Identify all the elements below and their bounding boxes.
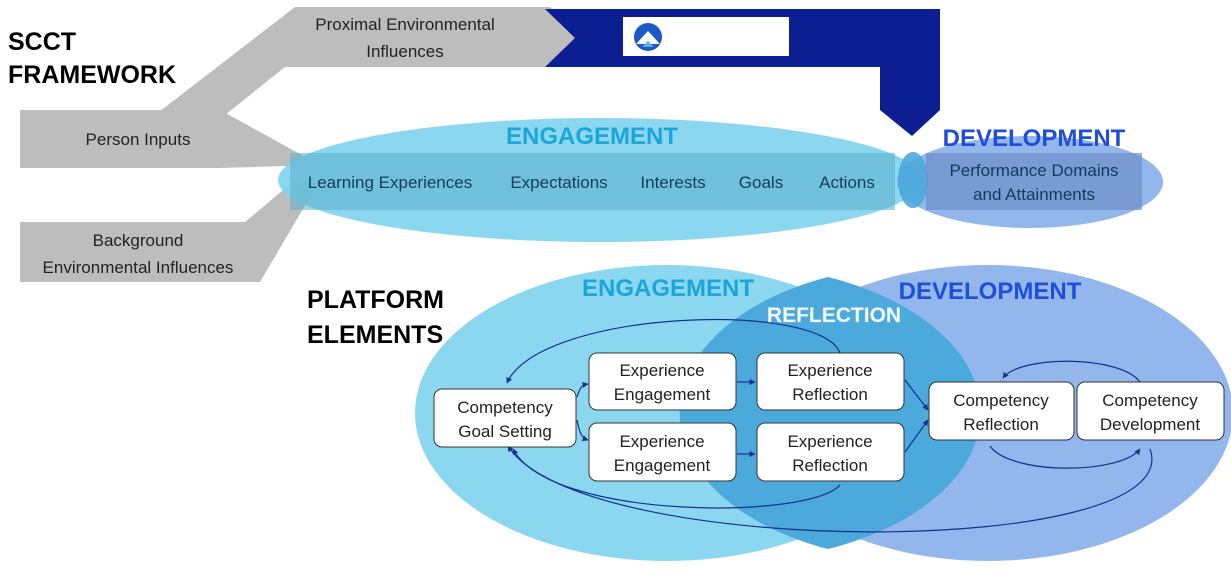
person-inputs-label: Person Inputs (86, 130, 191, 149)
goal-setting-line2: Goal Setting (458, 422, 552, 441)
connector-goal-to-engagement-2 (576, 419, 589, 442)
engagement-1-line2: Engagement (614, 385, 711, 404)
connector-development-loop-bottom (989, 445, 1141, 469)
performance-label-line1: Performance Domains (949, 161, 1118, 180)
sequence-expectations: Expectations (510, 173, 607, 192)
proximal-influences-arrow (155, 7, 577, 115)
sequence-learning-experiences: Learning Experiences (308, 173, 472, 192)
reflection-1-line1: Experience (787, 361, 872, 380)
competency-reflection-line1: Competency (953, 391, 1049, 410)
connector-reflection-2-to-competency (904, 419, 929, 453)
engagement-sequence-band (290, 153, 895, 210)
background-label-line2: Environmental Influences (43, 258, 234, 277)
reflection-2-line2: Reflection (792, 456, 868, 475)
reflection-1-line2: Reflection (792, 385, 868, 404)
logo-icon (634, 23, 662, 51)
experience-engagement-box-2 (588, 422, 737, 482)
scct-heading-line2: FRAMEWORK (8, 61, 177, 89)
platform-heading-line2: ELEMENTS (307, 321, 444, 349)
proximal-label-line2: Influences (366, 42, 444, 61)
reflection-2-line1: Experience (787, 432, 872, 451)
background-label-line1: Background (93, 231, 184, 250)
development-title-platform: DEVELOPMENT (899, 278, 1082, 305)
engagement-title-platform: ENGAGEMENT (582, 275, 754, 302)
person-inputs-arrow (20, 110, 320, 168)
connector-reflection-1-to-competency (904, 379, 929, 411)
connector-development-loop-top (1002, 360, 1141, 383)
platform-heading-line1: PLATFORM (307, 286, 445, 314)
experience-reflection-box-2 (756, 422, 905, 482)
performance-label-line2: and Attainments (973, 185, 1095, 204)
reflection-overlap (679, 277, 981, 549)
competency-reflection-line2: Reflection (963, 415, 1039, 434)
competency-development-line1: Competency (1102, 391, 1198, 410)
competency-development-box (1076, 381, 1225, 441)
engagement-title-top: ENGAGEMENT (506, 123, 678, 150)
sequence-goals: Goals (739, 173, 783, 192)
connector-top-loop (506, 318, 841, 384)
engagement-2-line2: Engagement (614, 456, 711, 475)
reflection-title: REFLECTION (767, 304, 901, 327)
connector-outer-loop (507, 445, 1153, 533)
competency-reflection-box (928, 381, 1075, 441)
sequence-actions: Actions (819, 173, 875, 192)
experience-engagement-box-1 (588, 352, 737, 411)
competency-development-line2: Development (1100, 415, 1200, 434)
performance-band (926, 153, 1142, 210)
proximal-label-line1: Proximal Environmental (315, 15, 495, 34)
sequence-interests: Interests (640, 173, 705, 192)
connector-goal-to-engagement-1 (576, 381, 589, 398)
goal-setting-line1: Competency (457, 398, 553, 417)
competency-goal-setting-box (433, 388, 577, 448)
background-influences-arrow (20, 180, 320, 282)
ellipse-overlap-top (898, 152, 928, 208)
scct-heading-line1: SCCT (8, 28, 77, 56)
engagement-2-line1: Experience (619, 432, 704, 451)
experience-reflection-box-1 (756, 352, 905, 411)
engagement-1-line1: Experience (619, 361, 704, 380)
development-title-top: DEVELOPMENT (943, 125, 1126, 152)
